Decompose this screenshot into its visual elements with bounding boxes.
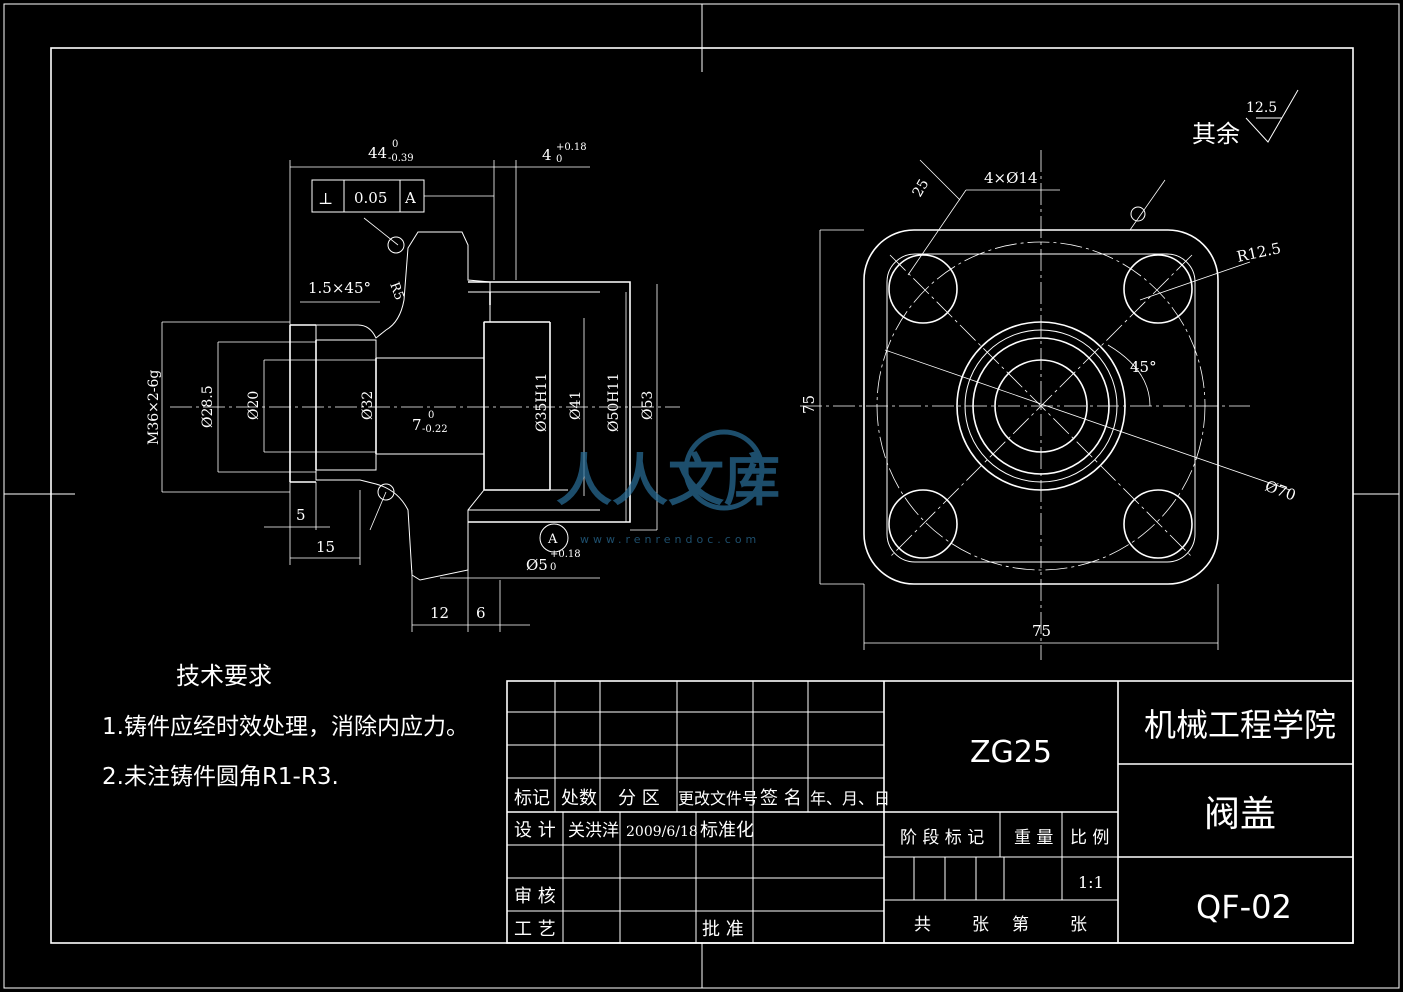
note-line-2: 2.未注铸件圆角R1-R3. bbox=[102, 764, 339, 790]
dim-d32: Ø32 bbox=[360, 391, 376, 420]
svg-text:处数: 处数 bbox=[561, 788, 597, 809]
datum-a: A bbox=[547, 532, 558, 547]
technical-notes: 技术要求 1.铸件应经时效处理，消除内应力。 2.未注铸件圆角R1-R3. bbox=[102, 662, 469, 790]
roughness-prefix: 其余 bbox=[1192, 120, 1240, 148]
scale-value: 1:1 bbox=[1078, 873, 1104, 892]
svg-text:年、月、日: 年、月、日 bbox=[810, 789, 890, 808]
dim-r5: R5 bbox=[386, 280, 406, 302]
dim-15: 15 bbox=[316, 538, 335, 556]
svg-text:签 名: 签 名 bbox=[760, 788, 802, 809]
roughness-mark bbox=[1245, 89, 1299, 143]
svg-text:更改文件号: 更改文件号 bbox=[678, 789, 758, 808]
tolerance-datum: A bbox=[404, 189, 416, 207]
dim-m36: M36×2-6g bbox=[146, 370, 162, 445]
svg-text:工 艺: 工 艺 bbox=[514, 919, 556, 940]
dim-4: 4 bbox=[542, 146, 552, 164]
watermark-url: www.renrendoc.com bbox=[580, 533, 760, 546]
svg-text:阶 段 标 记: 阶 段 标 记 bbox=[900, 828, 984, 848]
svg-text:张: 张 bbox=[1070, 915, 1087, 935]
material: ZG25 bbox=[970, 735, 1052, 770]
hatched-lower bbox=[315, 453, 485, 581]
title-block-text: ZG25 机械工程学院 阀盖 QF-02 标记 处数 分 区 更改文件号 签 名… bbox=[514, 706, 1336, 940]
dim-angle-45: 45° bbox=[1130, 358, 1157, 376]
dim-d70: Ø70 bbox=[1263, 477, 1299, 505]
dim-12: 12 bbox=[430, 604, 449, 622]
dim-d53: Ø53 bbox=[640, 391, 656, 420]
dim-width-75: 75 bbox=[1032, 622, 1051, 640]
dim-d28: Ø28.5 bbox=[200, 385, 216, 428]
watermark-text: 人人文库 bbox=[556, 449, 780, 514]
svg-text:审 核: 审 核 bbox=[514, 886, 556, 907]
svg-text:重 量: 重 量 bbox=[1014, 828, 1053, 848]
svg-text:共: 共 bbox=[914, 915, 931, 935]
design-date: 2009/6/18 bbox=[626, 824, 698, 840]
svg-text:设 计: 设 计 bbox=[514, 820, 556, 841]
plan-dimensions: 4×Ø14 25 R12.5 45° Ø70 75 75 bbox=[800, 169, 1298, 640]
watermark: 人人文库 www.renrendoc.com bbox=[556, 429, 780, 546]
bolt-hole-br bbox=[1123, 489, 1193, 559]
note-line-1: 1.铸件应经时效处理，消除内应力。 bbox=[102, 714, 469, 740]
svg-text:标记: 标记 bbox=[514, 788, 550, 809]
dim-44: 44 bbox=[368, 144, 387, 162]
svg-text:第: 第 bbox=[1012, 915, 1029, 935]
svg-text:+0.18: +0.18 bbox=[556, 142, 587, 153]
dim-r125: R12.5 bbox=[1235, 239, 1282, 266]
part-name: 阀盖 bbox=[1204, 794, 1276, 835]
designer-name: 关洪洋 bbox=[568, 821, 619, 841]
dim-height-75: 75 bbox=[800, 395, 818, 414]
drawing-number: QF-02 bbox=[1196, 888, 1292, 926]
dim-holes: 4×Ø14 bbox=[984, 169, 1038, 187]
svg-text:张: 张 bbox=[972, 915, 989, 935]
notes-title: 技术要求 bbox=[176, 662, 272, 690]
plan-view bbox=[800, 150, 1291, 660]
svg-text:0: 0 bbox=[556, 154, 562, 165]
dim-d41: Ø41 bbox=[568, 391, 584, 420]
svg-text:批 准: 批 准 bbox=[702, 919, 744, 940]
dim-05: Ø5 bbox=[526, 556, 548, 574]
dim-5: 5 bbox=[296, 506, 306, 524]
tolerance-value: 0.05 bbox=[354, 189, 387, 207]
svg-text:0: 0 bbox=[550, 562, 556, 573]
dim-angle-25: 25 bbox=[910, 177, 933, 200]
title-block-grid bbox=[506, 680, 1354, 944]
section-dimensions: 44 0 -0.39 4 +0.18 0 ⊥ 0.05 A R5 1.5×45°… bbox=[146, 139, 656, 622]
svg-text:比 例: 比 例 bbox=[1070, 828, 1109, 848]
dim-6: 6 bbox=[476, 604, 486, 622]
school-name: 机械工程学院 bbox=[1144, 706, 1336, 744]
dim-d35: Ø35H11 bbox=[534, 373, 550, 432]
bolt-hole-bl bbox=[888, 489, 958, 559]
svg-text:0: 0 bbox=[428, 410, 434, 421]
dim-chamfer: 1.5×45° bbox=[308, 279, 371, 297]
svg-text:-0.22: -0.22 bbox=[422, 424, 448, 435]
section-view bbox=[161, 160, 680, 632]
bolt-hole-tl bbox=[888, 254, 958, 324]
svg-text:标准化: 标准化 bbox=[700, 820, 754, 841]
svg-text:+0.18: +0.18 bbox=[550, 549, 581, 560]
dim-d50: Ø50H11 bbox=[606, 373, 622, 432]
bolt-hole-tr bbox=[1123, 254, 1193, 324]
roughness-value: 12.5 bbox=[1246, 100, 1277, 116]
svg-text:-0.39: -0.39 bbox=[388, 153, 414, 164]
dim-7: 7 bbox=[412, 416, 422, 434]
svg-text:0: 0 bbox=[392, 139, 398, 150]
dim-d20: Ø20 bbox=[246, 391, 262, 420]
perpendicularity-symbol: ⊥ bbox=[318, 189, 333, 208]
svg-text:分 区: 分 区 bbox=[618, 788, 660, 809]
